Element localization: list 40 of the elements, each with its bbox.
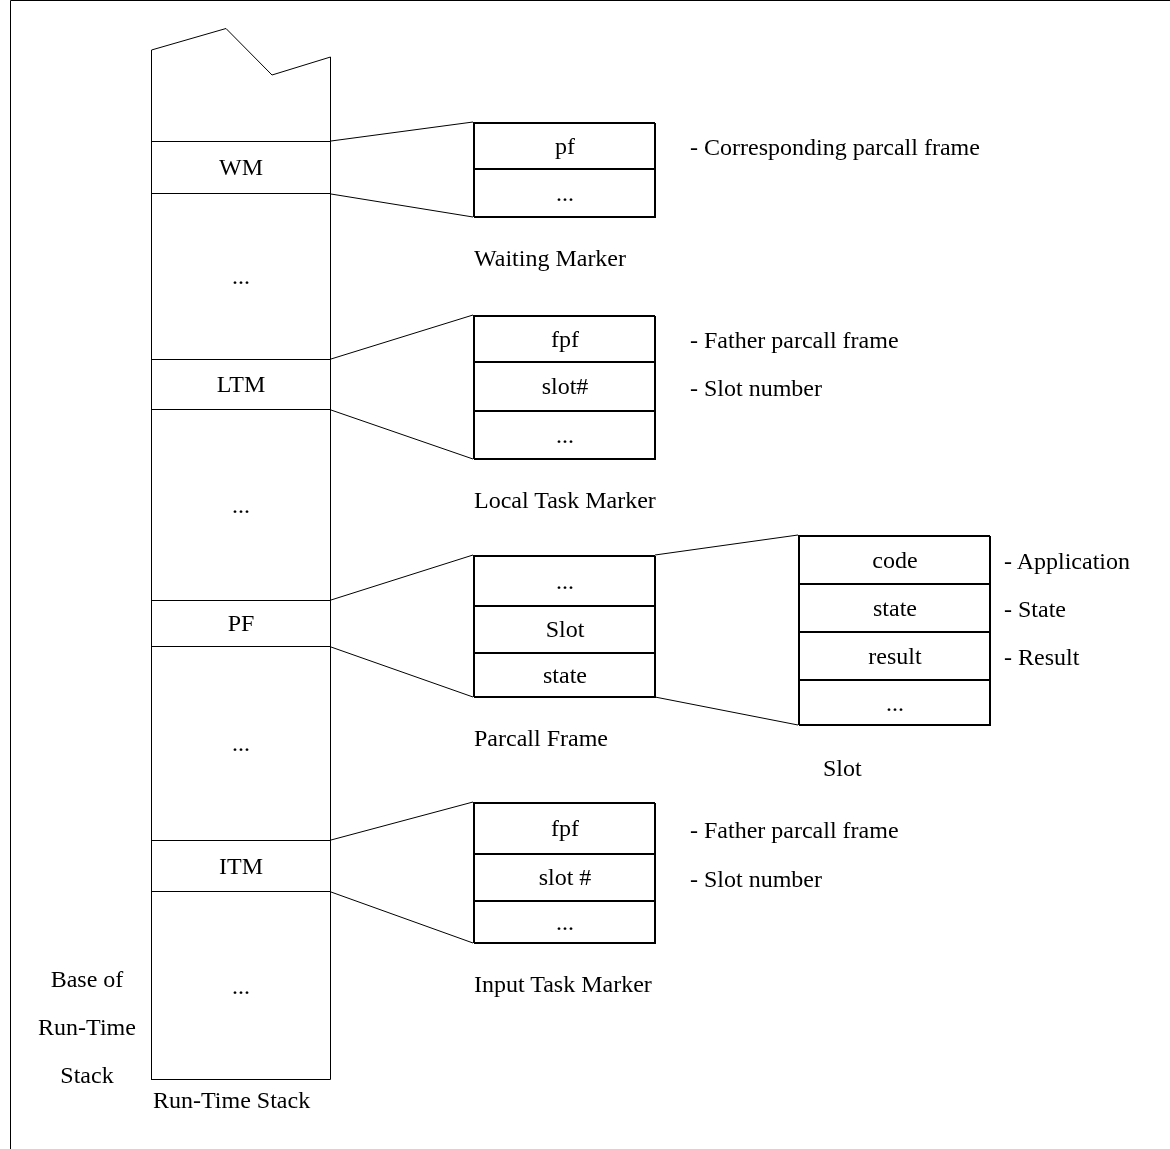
node-label: Parcall Frame <box>474 724 608 753</box>
connector-line <box>654 696 799 726</box>
connector-line <box>330 314 474 360</box>
field-text: ... <box>232 491 250 519</box>
connector-line <box>330 646 474 698</box>
node-label: Run-Time Stack <box>153 1086 311 1115</box>
connector-line <box>330 554 474 601</box>
connector-line <box>330 891 474 944</box>
field-text: ... <box>232 972 250 1000</box>
connector-line <box>654 534 799 556</box>
field-description: - Result <box>1004 643 1080 672</box>
stack-entry: PF <box>151 600 331 647</box>
field-description: - Father parcall frame <box>690 815 899 845</box>
connector-line <box>330 193 474 218</box>
connector-line <box>330 409 474 460</box>
node-label: Waiting Marker <box>474 244 626 273</box>
node-label: Local Task Marker <box>474 486 656 515</box>
field-description: - Application <box>1004 547 1130 576</box>
field-row: ... <box>474 556 656 606</box>
field-description: - State <box>1004 595 1066 624</box>
field-description: - Slot number <box>690 373 822 403</box>
node-label: Slot <box>823 754 862 783</box>
stack-entry: ITM <box>151 840 331 892</box>
field-description: - Corresponding parcall frame <box>690 133 980 162</box>
field-row: ... <box>474 901 656 944</box>
node-label: Input Task Marker <box>474 970 652 999</box>
stack-entry: WM <box>151 141 331 194</box>
field-text: ... <box>232 263 250 290</box>
field-row: ... <box>474 169 656 218</box>
connector-line <box>330 121 474 142</box>
field-row: ... <box>799 680 991 726</box>
connector-line <box>330 801 474 841</box>
field-description: - Slot number <box>690 864 822 894</box>
field-text: ... <box>232 730 250 757</box>
stack-entry: LTM <box>151 359 331 410</box>
field-row: state <box>474 653 656 698</box>
field-description: - Father parcall frame <box>690 326 899 355</box>
field-row: Slot <box>474 606 656 653</box>
field-row: ... <box>474 411 656 460</box>
note-text: Base of Run-Time Stack <box>37 965 137 1090</box>
